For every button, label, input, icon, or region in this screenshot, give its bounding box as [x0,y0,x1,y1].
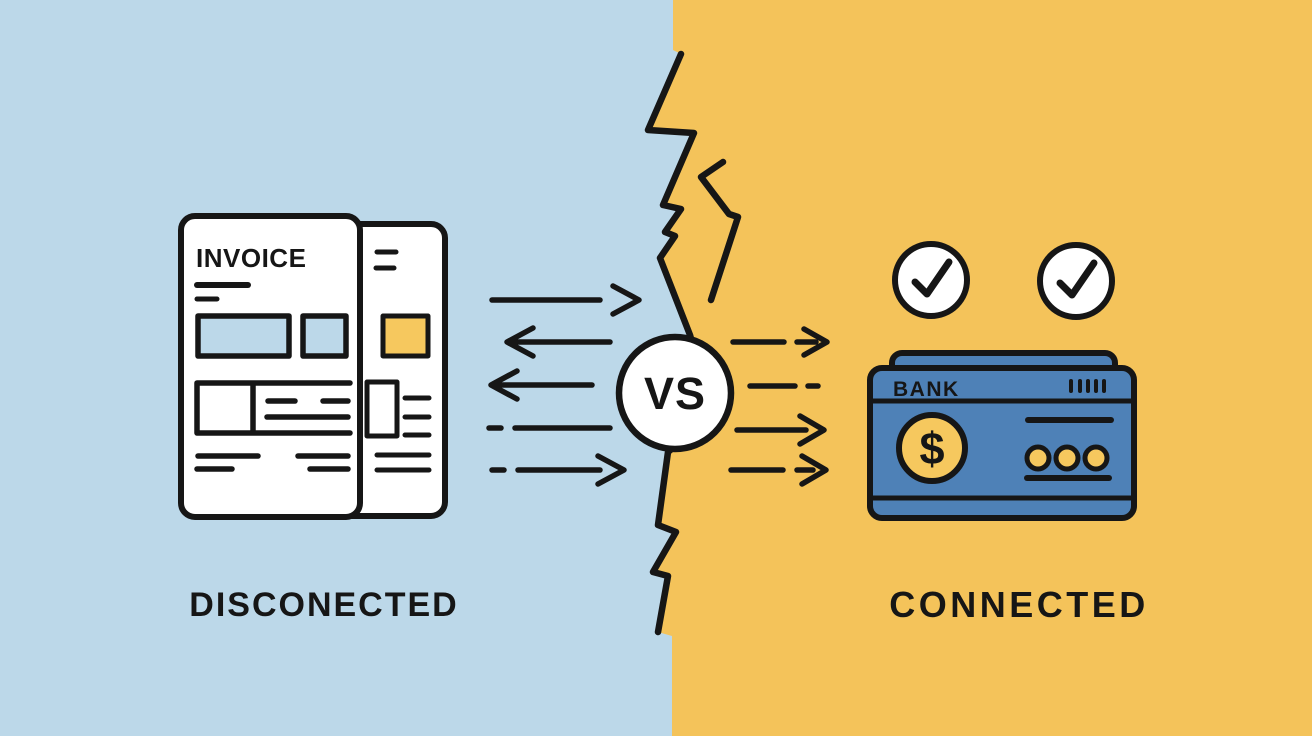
disconnected-label: DISCONECTED [189,586,458,624]
vs-label: VS [644,368,706,419]
bank-label: BANK [893,378,960,401]
vs-badge: VS [615,333,735,453]
check-icon [1056,259,1098,299]
invoice-illustration: INVOICE [178,213,448,520]
arrow-right-dashed-icon [489,453,627,487]
invoice-table [194,380,353,436]
invoice-title: INVOICE [196,243,306,273]
check-circle [892,241,970,319]
invoice-back-text-lines [373,249,399,271]
arrow-right-dashed-icon [489,283,642,317]
bank-card-illustration: BANK $ [867,350,1137,521]
dollar-symbol: $ [919,423,944,474]
lightning-divider-inner [697,158,742,304]
lightning-divider [644,50,718,636]
invoice-field-box [300,313,349,359]
invoice-back-footer-lines [374,452,432,473]
card-number-dots [1024,444,1110,472]
check-circle [1037,242,1115,320]
right-arrows-group [728,326,830,487]
check-icon [911,258,953,298]
invoice-field-box [195,313,292,359]
connected-label: CONNECTED [889,584,1149,625]
invoice-back-table [364,379,432,439]
arrow-right-icon [734,413,827,447]
dollar-badge-circle [896,412,968,484]
card-dot [1024,444,1052,472]
check-badge [1037,242,1115,320]
left-arrows-group [486,283,642,487]
invoice-footer-lines [194,453,351,472]
card-slot-ticks-icon [1069,379,1106,393]
arrow-right-dashed-icon [728,453,829,487]
invoice-highlight-box [380,313,431,359]
vs-circle [615,333,735,453]
invoice-front-page [178,213,363,520]
card-dot [1053,444,1081,472]
arrow-right-dashed-icon [730,326,830,358]
arrow-left-icon [488,368,595,402]
check-badge [892,241,970,319]
arrow-left-icon [504,325,613,359]
card-dot [1082,444,1110,472]
